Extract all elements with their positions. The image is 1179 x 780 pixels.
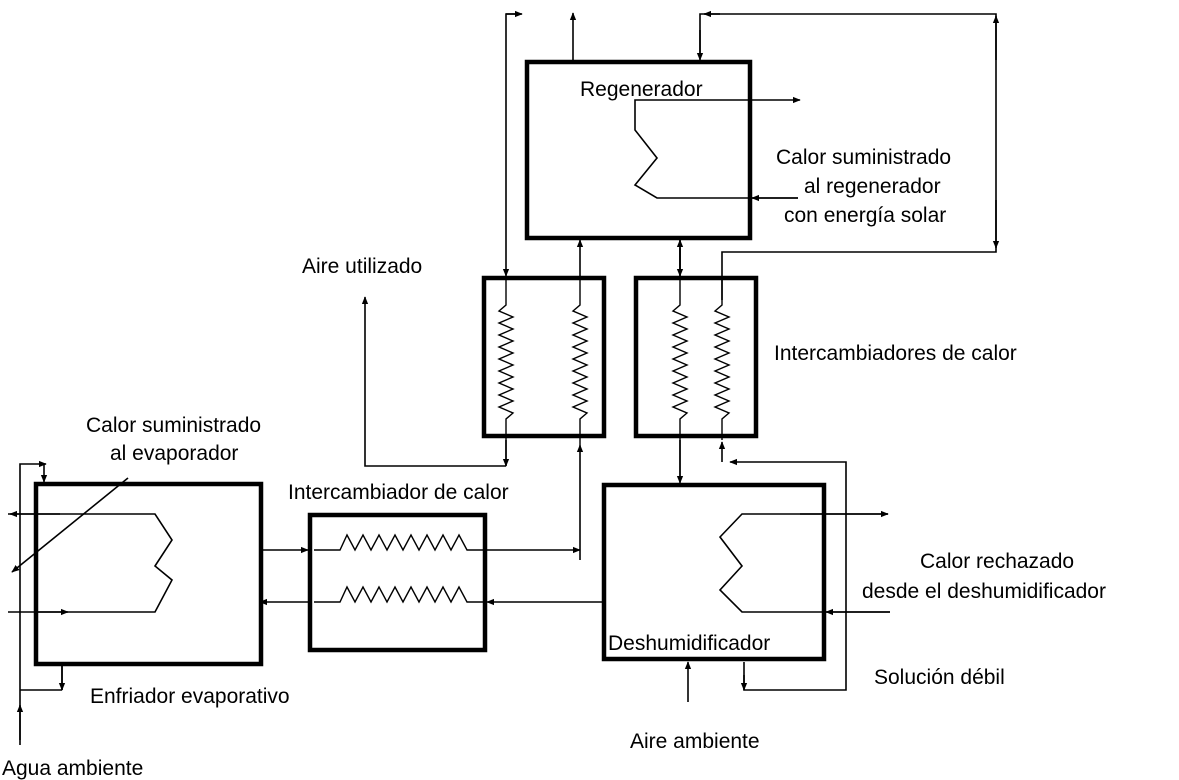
label-calor-evap-1: Calor suministrado	[86, 414, 261, 437]
label-calor-rech-1: Calor rechazado	[920, 550, 1074, 573]
label-intercambiadores: Intercambiadores de calor	[774, 342, 1017, 365]
weak-solution-loop	[729, 458, 847, 691]
label-intercambiador: Intercambiador de calor	[288, 481, 509, 504]
label-solucion-debil: Solución débil	[874, 666, 1005, 689]
evaporator-coil	[8, 513, 174, 613]
label-aire-ambiente: Aire ambiente	[630, 730, 760, 753]
label-calor-rech-2: desde el deshumidificador	[862, 580, 1106, 603]
label-deshumidificador: Deshumidificador	[608, 632, 770, 655]
label-regenerador: Regenerador	[580, 78, 703, 101]
label-agua-ambiente: Agua ambiente	[2, 757, 143, 780]
bottom-exchanger-coil-2	[314, 585, 485, 604]
air-loop-left	[502, 13, 520, 277]
label-enfriador: Enfriador evaporativo	[90, 685, 290, 708]
dehumidifier-box	[601, 482, 827, 662]
regenerator-heating-coil	[633, 99, 798, 199]
label-aire-utilizado: Aire utilizado	[302, 255, 422, 278]
left-exchanger-coil-2	[571, 280, 589, 445]
label-calor-regen-1: Calor suministrado	[776, 146, 951, 169]
right-exchanger-coil-2	[713, 280, 731, 440]
regenerator-box	[524, 59, 753, 241]
heat-exchanger-left-box	[481, 275, 607, 439]
heat-exchanger-right-box	[633, 275, 759, 439]
evaporative-cooler-box	[33, 481, 264, 667]
heat-exchanger-bottom-box	[307, 512, 488, 653]
label-calor-regen-2: al regenerador	[804, 175, 941, 198]
water-loop	[19, 463, 44, 745]
right-exchanger-coil-1	[671, 280, 689, 480]
label-calor-evap-2: al evaporador	[110, 442, 238, 465]
bottom-exchanger-coil-1	[314, 533, 485, 552]
solution-loop-into-exchanger	[721, 246, 997, 300]
evaporator-heat-diag-arrow	[11, 477, 129, 573]
water-out-path	[20, 666, 63, 691]
air-used-path	[361, 296, 506, 467]
left-exchanger-coil-1	[497, 280, 515, 466]
label-calor-regen-3: con energía solar	[784, 204, 946, 227]
dehumidifier-coil	[718, 513, 890, 613]
